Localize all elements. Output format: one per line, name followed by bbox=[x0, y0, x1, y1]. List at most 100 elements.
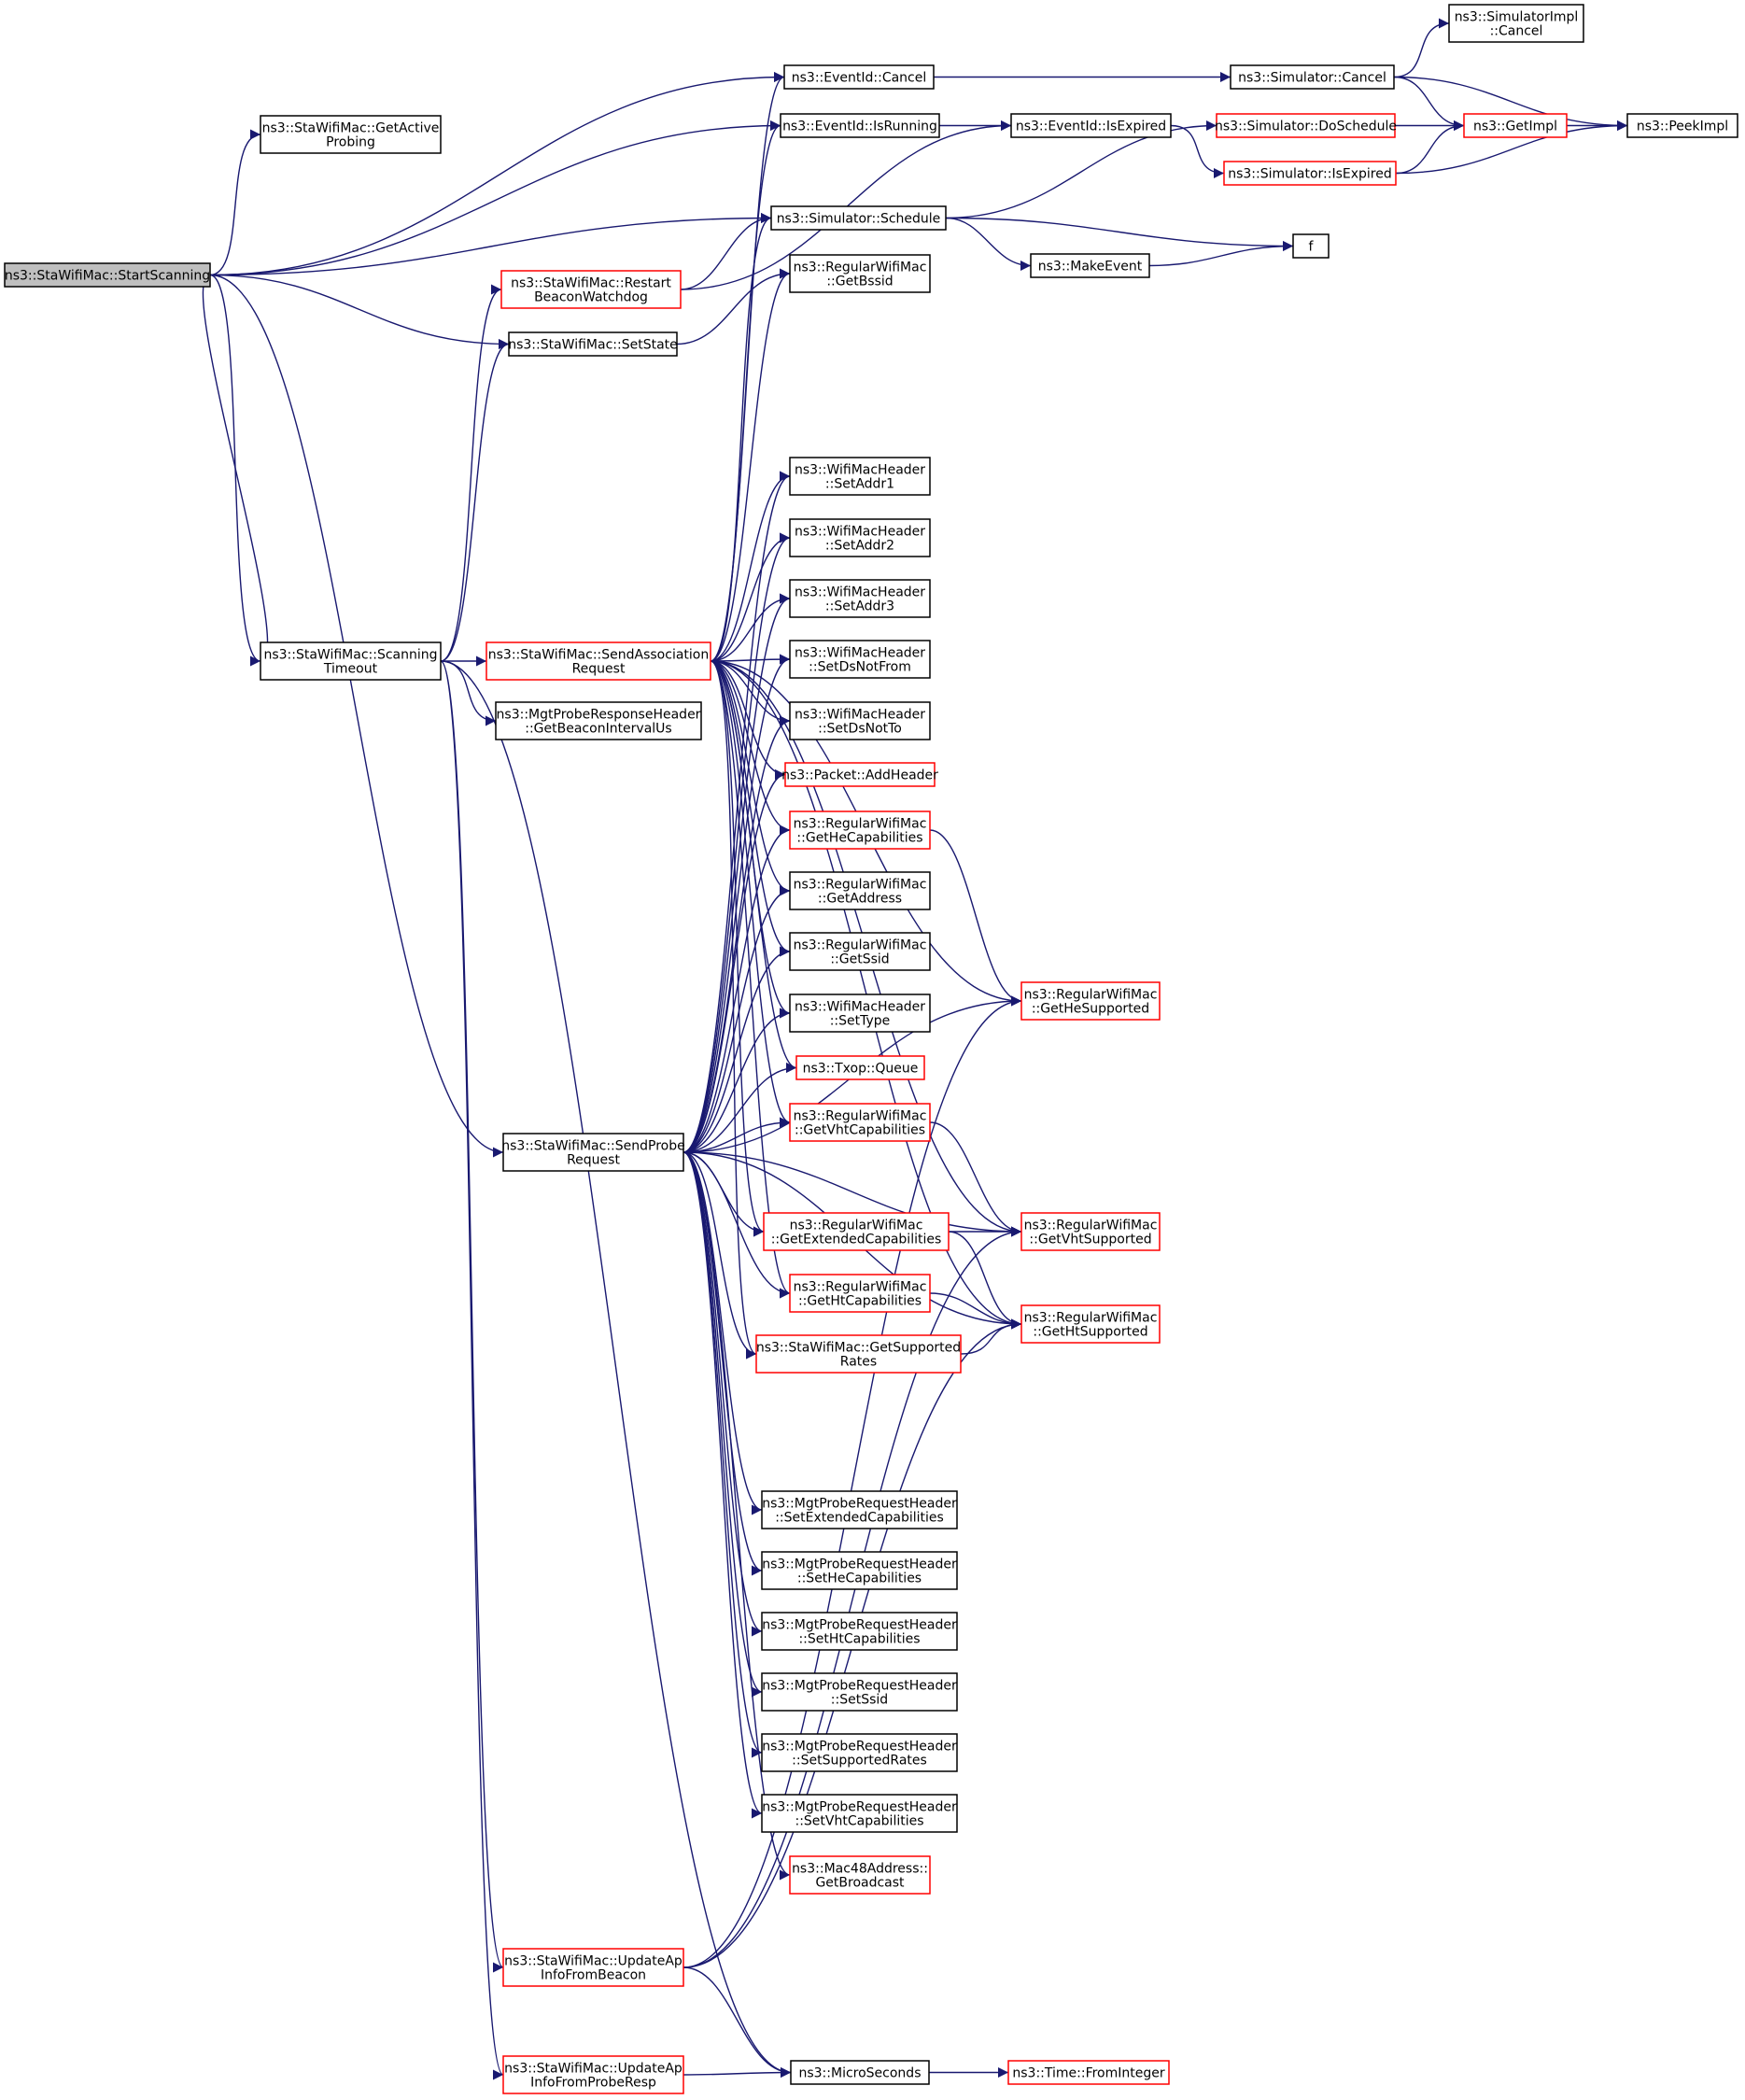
node-label-simulator-isexpired-line-1: ns3::Simulator::IsExpired bbox=[1228, 167, 1392, 182]
edge-simulator-cancel-to-simulatorimpl-cancel bbox=[1393, 18, 1450, 78]
node-setdsnotfrom[interactable]: ns3::WifiMacHeader::SetDsNotFrom bbox=[789, 640, 931, 679]
node-label-setdsnotto-line-2: ::SetDsNotTo bbox=[818, 722, 902, 737]
node-getssid[interactable]: ns3::RegularWifiMac::GetSsid bbox=[789, 932, 931, 971]
node-getbssid[interactable]: ns3::RegularWifiMac::GetBssid bbox=[789, 254, 931, 293]
node-probereq-sethtcap[interactable]: ns3::MgtProbeRequestHeader::SetHtCapabil… bbox=[761, 1612, 958, 1651]
node-probereq-setvhtcap[interactable]: ns3::MgtProbeRequestHeader::SetVhtCapabi… bbox=[761, 1794, 958, 1833]
node-hesupported[interactable]: ns3::RegularWifiMac::GetHeSupported bbox=[1020, 981, 1161, 1021]
node-setaddr2[interactable]: ns3::WifiMacHeader::SetAddr2 bbox=[789, 518, 931, 557]
node-probereq-setextcap[interactable]: ns3::MgtProbeRequestHeader::SetExtendedC… bbox=[761, 1490, 958, 1529]
node-setdsnotto[interactable]: ns3::WifiMacHeader::SetDsNotTo bbox=[789, 701, 931, 740]
node-label-gethtcapabilities-line-2: ::GetHtCapabilities bbox=[798, 1294, 922, 1309]
node-htsupported[interactable]: ns3::RegularWifiMac::GetHtSupported bbox=[1020, 1304, 1161, 1344]
node-getimpl[interactable]: ns3::GetImpl bbox=[1463, 113, 1568, 138]
node-box-eventid-cancel bbox=[783, 64, 935, 90]
edge-scanningtimeout-to-updateapinfofromproberesp bbox=[440, 660, 504, 2080]
edge-scanningtimeout-to-restart-beacon-watchdog bbox=[440, 284, 502, 662]
node-eventid-isrunning[interactable]: ns3::EventId::IsRunning bbox=[780, 113, 940, 138]
node-settype[interactable]: ns3::WifiMacHeader::SetType bbox=[789, 994, 931, 1033]
node-box-eventid-isrunning bbox=[780, 113, 940, 138]
node-label-getaddress-line-2: ::GetAddress bbox=[818, 892, 902, 907]
node-box-getbssid bbox=[789, 254, 931, 293]
node-getbroadcast[interactable]: ns3::Mac48Address::GetBroadcast bbox=[789, 1855, 931, 1895]
edge-scanningtimeout-to-startscanning bbox=[199, 270, 269, 662]
node-microseconds[interactable]: ns3::MicroSeconds bbox=[790, 2060, 930, 2085]
node-probereq-sethecap[interactable]: ns3::MgtProbeRequestHeader::SetHeCapabil… bbox=[761, 1551, 958, 1590]
node-updateapinfofromproberesp[interactable]: ns3::StaWifiMac::UpdateApInfoFromProbeRe… bbox=[502, 2055, 684, 2094]
node-probereq-setssid[interactable]: ns3::MgtProbeRequestHeader::SetSsid bbox=[761, 1672, 958, 1712]
node-label-setaddr2-line-2: ::SetAddr2 bbox=[825, 539, 894, 554]
node-gethecapabilities[interactable]: ns3::RegularWifiMac::GetHeCapabilities bbox=[789, 810, 931, 850]
node-addheader[interactable]: ns3::Packet::AddHeader bbox=[781, 762, 938, 787]
node-label-settype-line-2: ::SetType bbox=[830, 1014, 891, 1029]
node-getextendedcapabilities[interactable]: ns3::RegularWifiMac::GetExtendedCapabili… bbox=[763, 1212, 950, 1251]
node-startscanning[interactable]: ns3::StaWifiMac::StartScanning bbox=[4, 262, 211, 288]
edge-sendproberequest-to-setaddr1 bbox=[683, 471, 791, 1153]
node-eventid-isexpired[interactable]: ns3::EventId::IsExpired bbox=[1010, 113, 1172, 138]
node-label-getbroadcast-line-2: GetBroadcast bbox=[815, 1876, 905, 1891]
node-label-f-line-1: f bbox=[1309, 240, 1315, 255]
edge-sendassociationrequest-to-getbssid bbox=[710, 268, 791, 662]
node-gethtcapabilities[interactable]: ns3::RegularWifiMac::GetHtCapabilities bbox=[789, 1274, 931, 1313]
node-getbeaconintervalus[interactable]: ns3::MgtProbeResponseHeader::GetBeaconIn… bbox=[495, 701, 702, 740]
node-makeevent[interactable]: ns3::MakeEvent bbox=[1030, 253, 1150, 278]
edge-startscanning-to-eventid-cancel bbox=[209, 72, 785, 276]
node-simulator-schedule[interactable]: ns3::Simulator::Schedule bbox=[770, 205, 947, 231]
node-label-gethecapabilities-line-1: ns3::RegularWifiMac bbox=[794, 817, 927, 832]
node-probereq-setsupportedrates[interactable]: ns3::MgtProbeRequestHeader::SetSupported… bbox=[761, 1733, 958, 1772]
edge-sendproberequest-to-setaddr2 bbox=[683, 532, 791, 1153]
node-box-simulator-schedule bbox=[770, 205, 947, 231]
node-label-probereq-setssid-line-2: ::SetSsid bbox=[831, 1693, 888, 1708]
node-label-getextendedcapabilities-line-1: ns3::RegularWifiMac bbox=[790, 1219, 923, 1233]
node-simulatorimpl-cancel[interactable]: ns3::SimulatorImpl::Cancel bbox=[1448, 4, 1584, 43]
edge-startscanning-to-eventid-isrunning bbox=[209, 120, 781, 276]
node-box-getactiveprobing bbox=[260, 115, 442, 154]
node-txop-queue[interactable]: ns3::Txop::Queue bbox=[795, 1055, 925, 1080]
node-label-peekimpl-line-1: ns3::PeekImpl bbox=[1637, 120, 1728, 134]
node-label-sendassociationrequest-line-2: Request bbox=[572, 662, 626, 677]
node-label-getbeaconintervalus-line-2: ::GetBeaconIntervalUs bbox=[525, 722, 671, 737]
node-box-addheader bbox=[784, 762, 936, 787]
edge-startscanning-to-getactiveprobing bbox=[209, 129, 261, 276]
node-eventid-cancel[interactable]: ns3::EventId::Cancel bbox=[783, 64, 935, 90]
node-setaddr1[interactable]: ns3::WifiMacHeader::SetAddr1 bbox=[789, 457, 931, 496]
edge-sendproberequest-to-setdsnotfrom bbox=[683, 654, 791, 1153]
node-setstate[interactable]: ns3::StaWifiMac::SetState bbox=[508, 331, 678, 357]
node-simulator-doschedule[interactable]: ns3::Simulator::DoSchedule bbox=[1215, 113, 1397, 138]
node-label-vhtsupported-line-1: ns3::RegularWifiMac bbox=[1024, 1219, 1158, 1233]
node-box-setaddr1 bbox=[789, 457, 931, 496]
node-label-probereq-setsupportedrates-line-2: ::SetSupportedRates bbox=[792, 1754, 927, 1769]
node-label-getactiveprobing-line-1: ns3::StaWifiMac::GetActive bbox=[262, 121, 440, 136]
node-simulator-cancel[interactable]: ns3::Simulator::Cancel bbox=[1230, 64, 1395, 90]
node-simulator-isexpired[interactable]: ns3::Simulator::IsExpired bbox=[1223, 161, 1397, 186]
edge-eventid-isexpired-to-simulator-isexpired bbox=[1170, 124, 1225, 178]
node-vhtsupported[interactable]: ns3::RegularWifiMac::GetVhtSupported bbox=[1020, 1212, 1161, 1251]
edge-simulator-isexpired-to-getimpl bbox=[1395, 120, 1465, 175]
node-label-htsupported-line-2: ::GetHtSupported bbox=[1033, 1325, 1147, 1340]
edge-sendproberequest-to-txop-queue bbox=[683, 1063, 797, 1153]
node-getvhtcapabilities[interactable]: ns3::RegularWifiMac::GetVhtCapabilities bbox=[789, 1103, 931, 1142]
edge-sendproberequest-to-probereq-setsupportedrates bbox=[683, 1151, 763, 1758]
edge-setstate-to-getbssid bbox=[676, 268, 791, 345]
node-setaddr3[interactable]: ns3::WifiMacHeader::SetAddr3 bbox=[789, 579, 931, 618]
node-getaddress[interactable]: ns3::RegularWifiMac::GetAddress bbox=[789, 871, 931, 910]
node-fromintegertime[interactable]: ns3::Time::FromInteger bbox=[1007, 2060, 1170, 2085]
node-f[interactable]: f bbox=[1292, 233, 1330, 259]
nodes-layer: ns3::StaWifiMac::StartScanningns3::StaWi… bbox=[4, 4, 1738, 2094]
node-peekimpl[interactable]: ns3::PeekImpl bbox=[1626, 113, 1738, 138]
node-box-setdsnotto bbox=[789, 701, 931, 740]
node-label-getssid-line-2: ::GetSsid bbox=[830, 952, 889, 967]
edge-sendproberequest-to-probereq-sethecap bbox=[683, 1151, 763, 1576]
node-label-simulator-doschedule-line-1: ns3::Simulator::DoSchedule bbox=[1215, 120, 1397, 134]
node-box-settype bbox=[789, 994, 931, 1033]
edge-scanningtimeout-to-setstate bbox=[440, 339, 510, 662]
edge-scanningtimeout-to-updateapinfofrombeacon bbox=[440, 660, 504, 1973]
edge-sendassociationrequest-to-getaddress bbox=[710, 660, 791, 896]
